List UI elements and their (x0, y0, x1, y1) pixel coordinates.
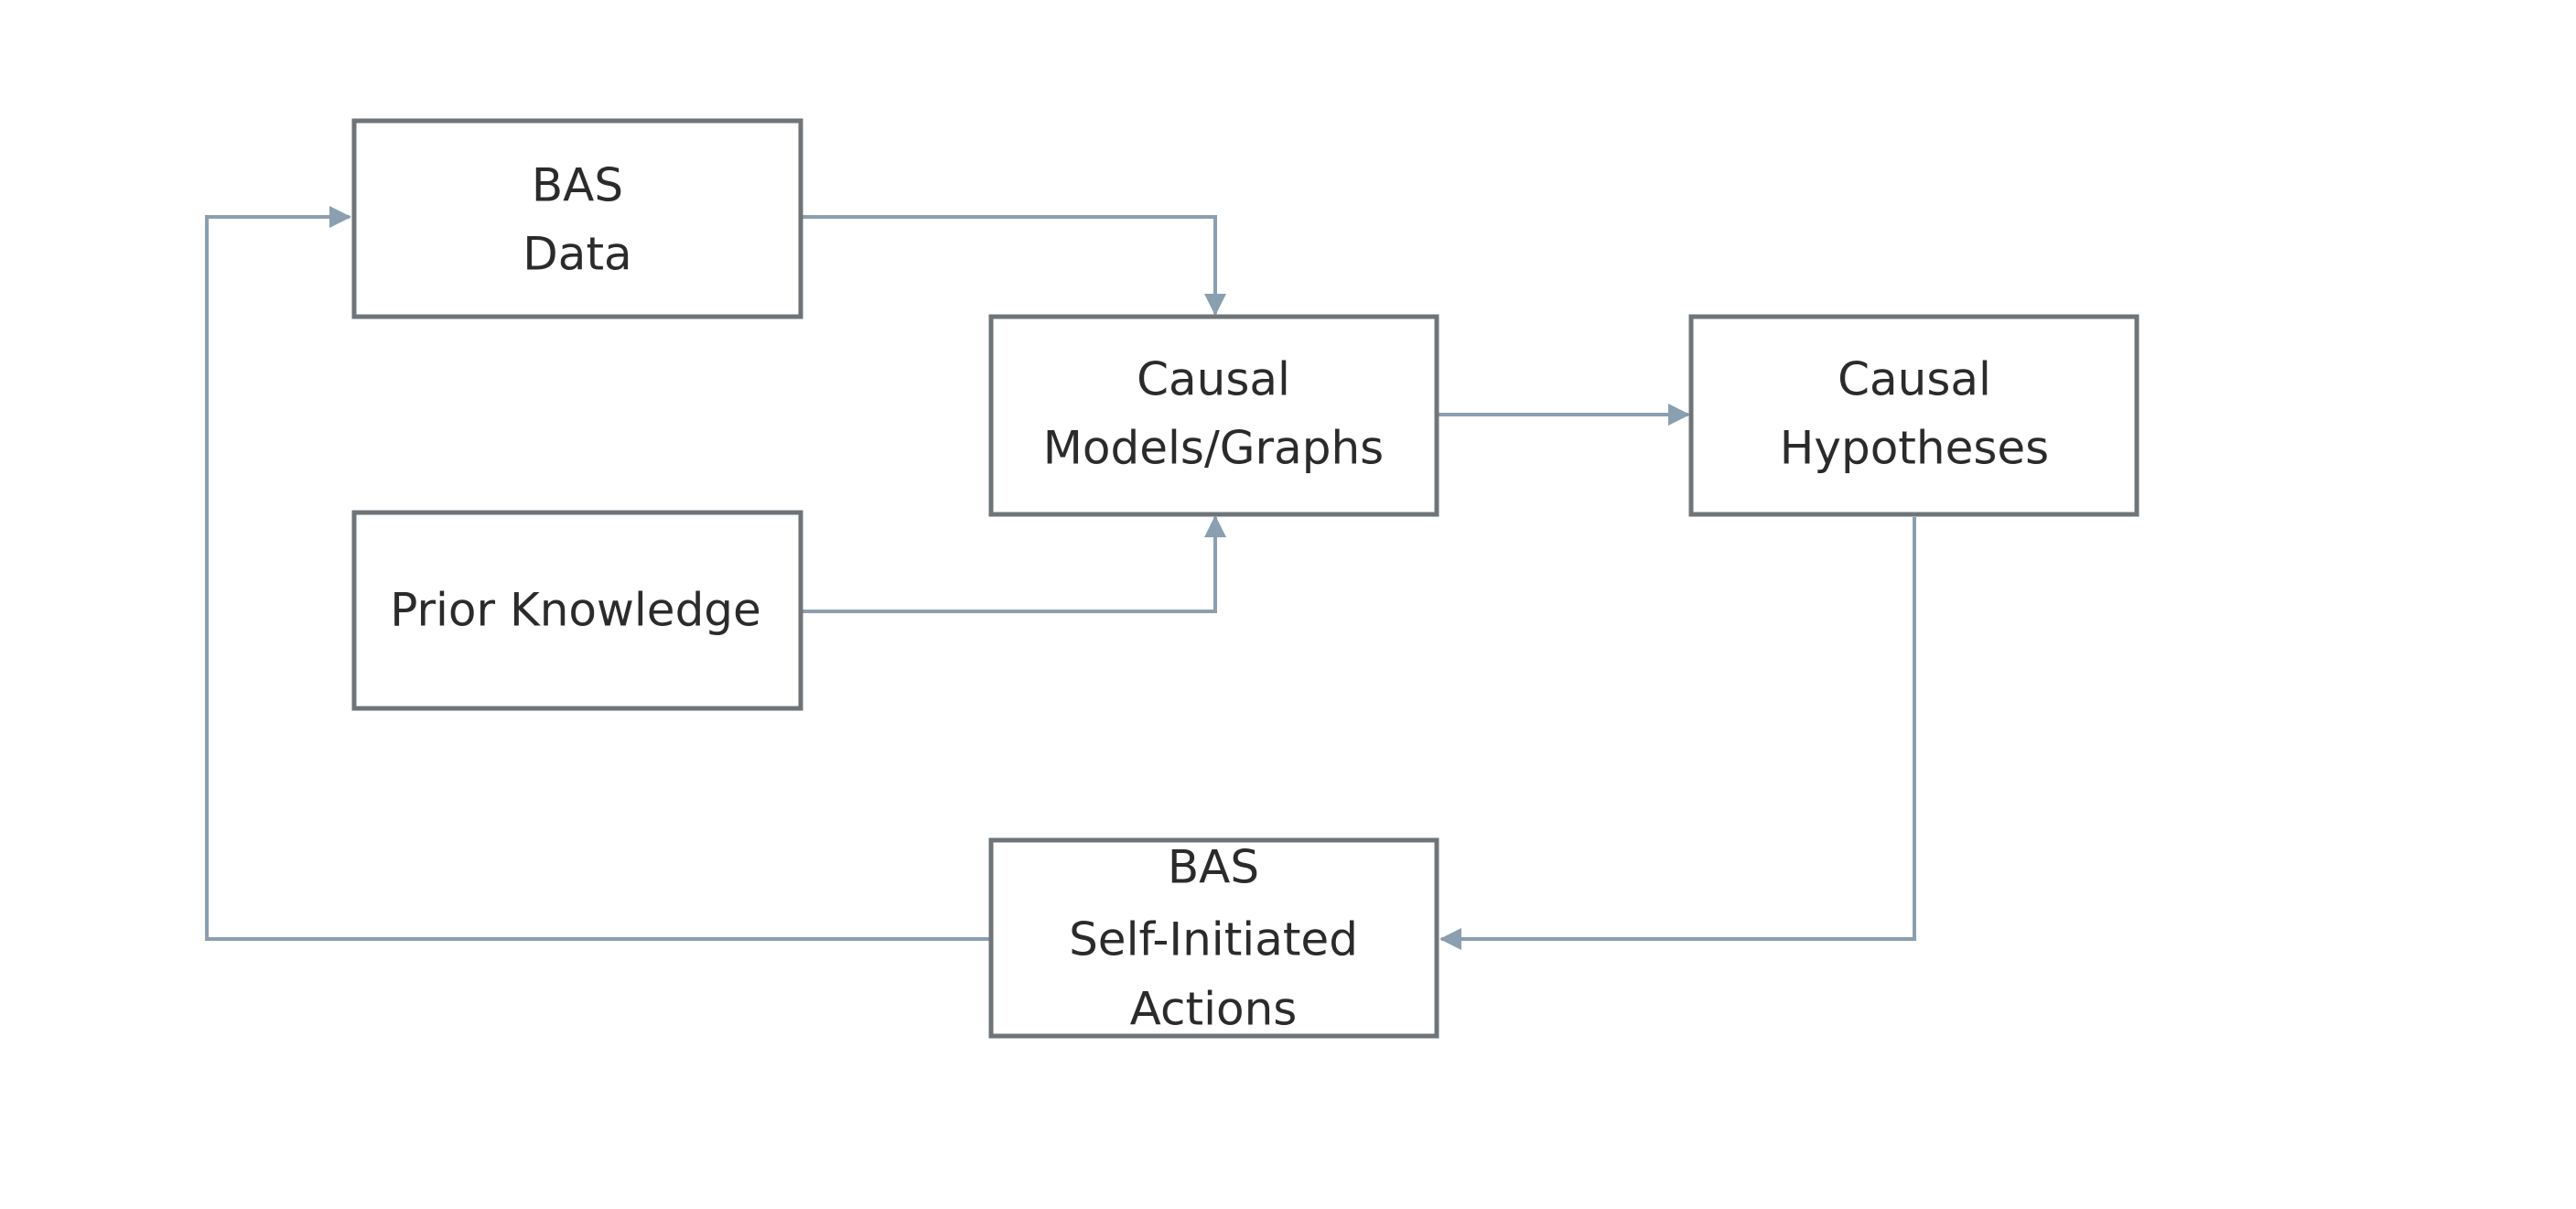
node-bas-data-line-1: BAS (532, 159, 623, 212)
node-prior-knowledge-line-1: Prior Knowledge (390, 584, 761, 637)
connector-hypotheses-to-actions (1439, 517, 1916, 950)
node-prior-knowledge: Prior Knowledge (351, 510, 803, 711)
connector-data-to-models (801, 215, 1226, 316)
node-bas-data: BAS Data (351, 118, 803, 319)
node-causal-models: Causal Models/Graphs (988, 314, 1439, 517)
node-causal-hypotheses-line-2: Hypotheses (1780, 422, 2049, 475)
node-causal-models-line-2: Models/Graphs (1043, 422, 1384, 475)
connector-prior-to-models (801, 515, 1226, 613)
node-bas-data-line-2: Data (523, 228, 631, 281)
node-bas-actions-line-1: BAS (1168, 841, 1259, 894)
connector-actions-to-data (205, 206, 991, 941)
node-causal-hypotheses-line-1: Causal (1838, 353, 1991, 406)
node-causal-hypotheses: Causal Hypotheses (1688, 314, 2139, 517)
node-bas-actions-line-2: Self-Initiated (1069, 913, 1358, 966)
node-bas-actions: BAS Self-Initiated Actions (988, 837, 1439, 1039)
node-causal-models-line-1: Causal (1137, 353, 1290, 406)
node-bas-actions-line-3: Actions (1130, 983, 1298, 1036)
